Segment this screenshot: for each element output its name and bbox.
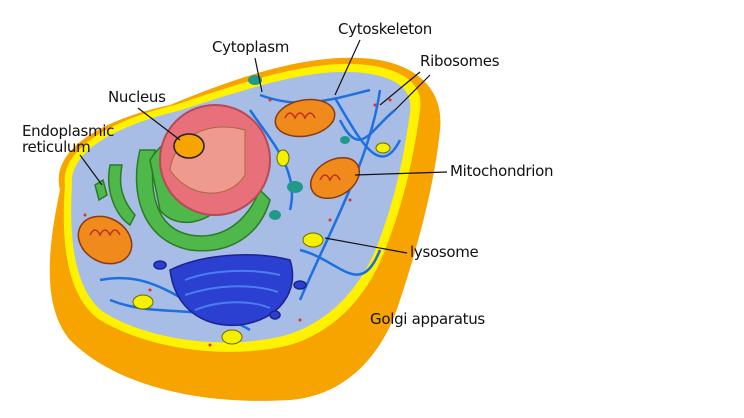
ribosomes <box>83 98 392 347</box>
mitochondria <box>77 98 360 265</box>
label-nucleus: Nucleus <box>108 88 166 106</box>
golgi-apparatus <box>153 254 307 327</box>
label-ribosomes: Ribosomes <box>420 52 500 70</box>
label-lysosome: lysosome <box>410 243 479 261</box>
vesicles <box>248 75 350 220</box>
label-golgi-apparatus: Golgi apparatus <box>370 310 485 328</box>
leader-lines <box>79 39 448 254</box>
nucleus <box>159 104 271 216</box>
label-er-line2: reticulum <box>22 138 91 156</box>
label-cytoplasm: Cytoplasm <box>212 38 290 56</box>
label-cytoskeleton: Cytoskeleton <box>338 20 432 38</box>
lysosomes <box>132 142 391 345</box>
label-mitochondrion: Mitochondrion <box>450 162 554 180</box>
label-er-line1: Endoplasmic <box>22 122 115 140</box>
